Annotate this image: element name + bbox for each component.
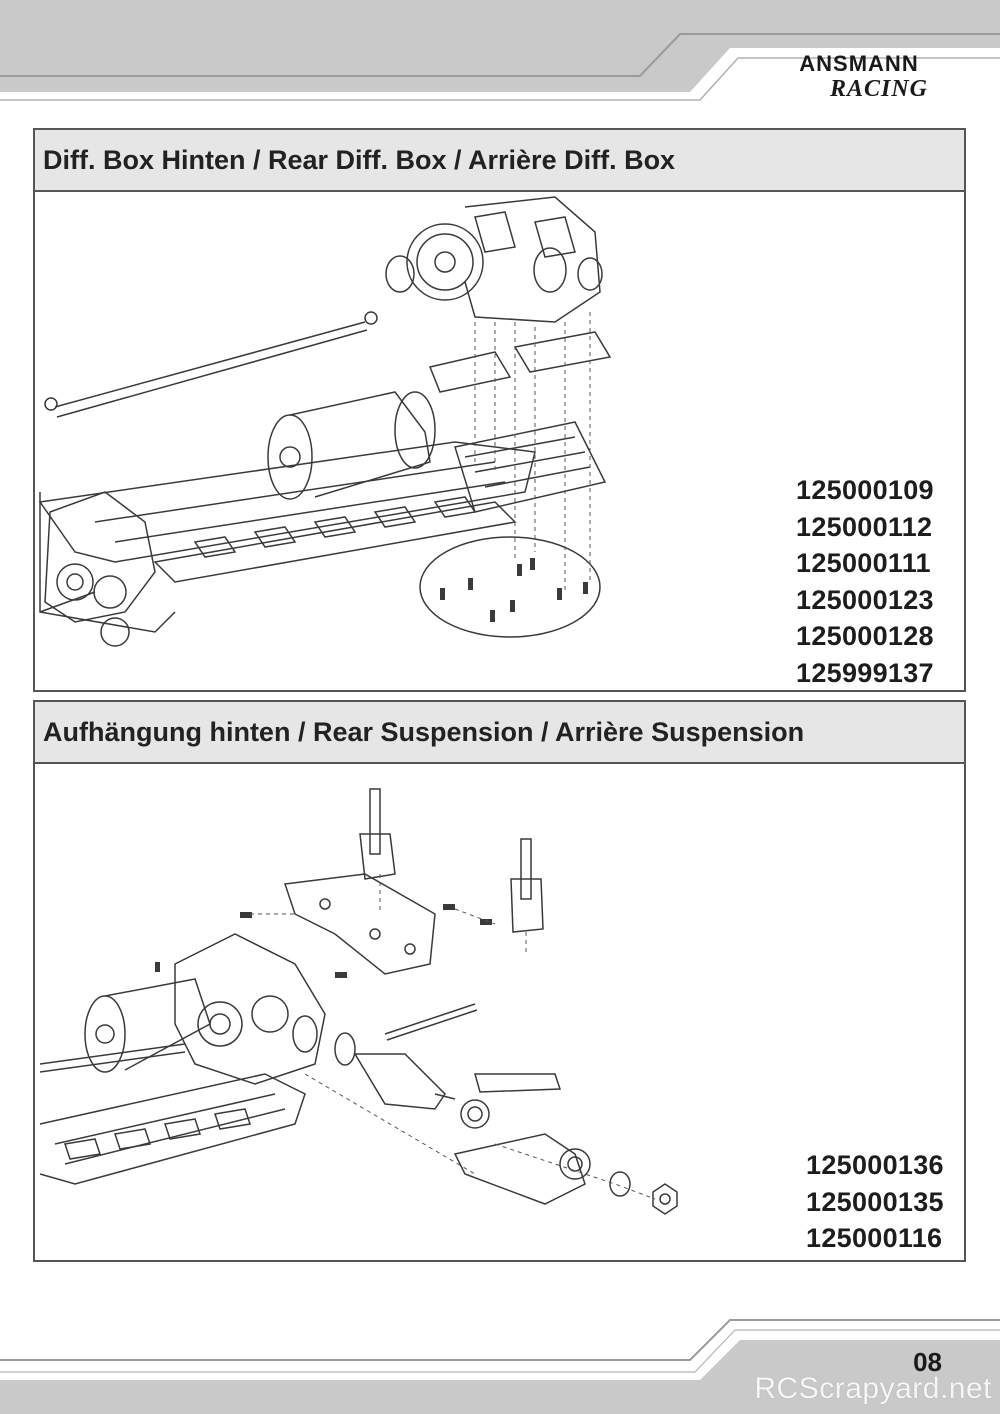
section-header: Diff. Box Hinten / Rear Diff. Box / Arri…: [35, 130, 964, 192]
section-title: Diff. Box Hinten / Rear Diff. Box / Arri…: [43, 144, 676, 175]
part-number: 125000112: [796, 511, 933, 542]
part-number: 125000109: [796, 475, 934, 505]
watermark: RCScrapyard.net: [754, 1372, 992, 1405]
part-number: 125000123: [796, 584, 934, 615]
brand-subtitle: RACING: [829, 76, 929, 102]
part-number: 125999137: [796, 657, 934, 688]
part-number: 125000111: [796, 548, 931, 578]
brand-logo: ANSMANN RACING: [764, 52, 954, 108]
top-header-band: [0, 0, 1000, 101]
part-number: 125000116: [806, 1223, 943, 1253]
part-number: 125000128: [796, 621, 934, 651]
part-number: 125000135: [806, 1186, 944, 1217]
part-number: 125000136: [806, 1150, 944, 1180]
part-number-list: 125000109 125000112 125000111 125000123 …: [796, 472, 934, 691]
part-number-list: 125000136 125000135 125000116: [806, 1147, 944, 1257]
section-rear-diff-box: Diff. Box Hinten / Rear Diff. Box / Arri…: [33, 128, 966, 692]
section-rear-suspension: Aufhängung hinten / Rear Suspension / Ar…: [33, 700, 966, 1262]
rear-diff-box-exploded-diagram: [38, 196, 612, 647]
page-number: 08: [913, 1347, 942, 1377]
section-header: Aufhängung hinten / Rear Suspension / Ar…: [35, 702, 964, 764]
section-title: Aufhängung hinten / Rear Suspension / Ar…: [43, 716, 805, 747]
rear-suspension-exploded-diagram: [39, 788, 678, 1215]
bottom-footer-band: [0, 1319, 1000, 1414]
brand-name: ANSMANN: [799, 51, 919, 76]
